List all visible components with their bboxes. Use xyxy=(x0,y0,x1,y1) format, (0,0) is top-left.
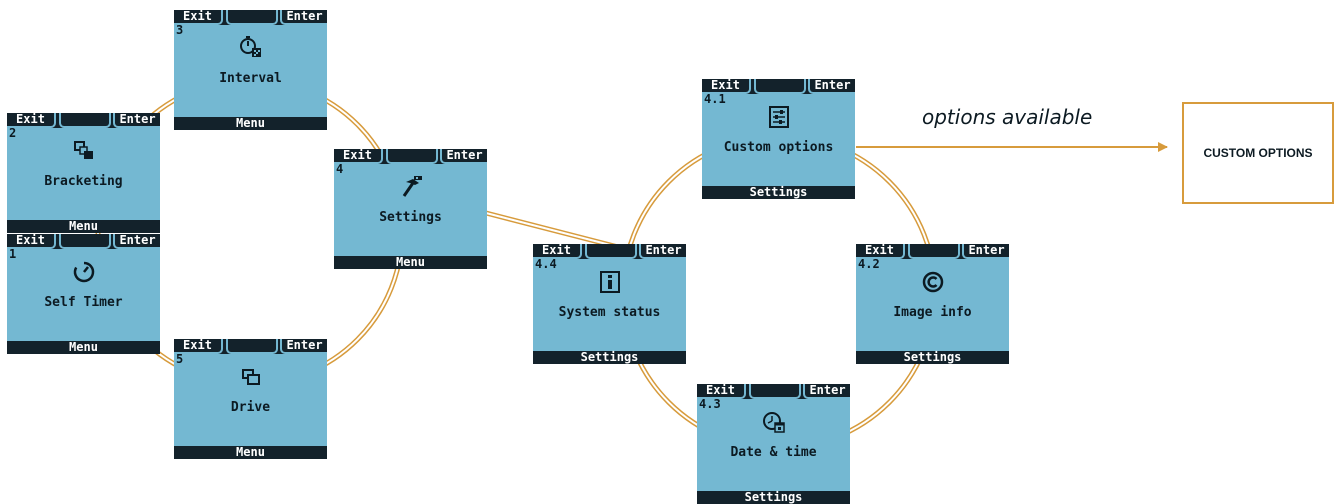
interval-icon xyxy=(174,34,327,62)
screen-footer: Settings xyxy=(533,351,686,364)
tools-icon xyxy=(334,173,487,201)
screen-title: Custom options xyxy=(723,140,834,155)
middle-softkey xyxy=(59,234,111,249)
exit-softkey[interactable]: Exit xyxy=(7,234,56,249)
middle-softkey xyxy=(226,339,278,354)
enter-softkey[interactable]: Enter xyxy=(808,79,855,94)
screen-settings[interactable]: Exit Enter 4 Settings Menu xyxy=(334,149,487,269)
screen-footer: Menu xyxy=(7,220,160,233)
enter-softkey[interactable]: Enter xyxy=(113,113,160,128)
timer-icon xyxy=(7,258,160,286)
exit-softkey[interactable]: Exit xyxy=(856,244,905,259)
screen-system-status[interactable]: Exit Enter 4.4 System status Settings xyxy=(533,244,686,364)
screen-footer: Menu xyxy=(334,256,487,269)
screen-number: 4.2 xyxy=(858,257,880,271)
screen-number: 1 xyxy=(9,247,17,261)
screen-number: 5 xyxy=(176,352,184,366)
screen-topbar: Exit Enter xyxy=(7,113,160,128)
screen-number: 4 xyxy=(336,162,344,176)
bracketing-icon xyxy=(7,137,160,165)
screen-number: 4.4 xyxy=(535,257,557,271)
exit-softkey[interactable]: Exit xyxy=(334,149,383,164)
middle-softkey xyxy=(59,113,111,128)
middle-softkey xyxy=(754,79,806,94)
enter-softkey[interactable]: Enter xyxy=(440,149,487,164)
screen-footer: Settings xyxy=(702,186,855,199)
screen-footer: Menu xyxy=(174,117,327,130)
exit-softkey[interactable]: Exit xyxy=(7,113,56,128)
screen-bracketing[interactable]: Exit Enter 2 Bracketing Menu xyxy=(7,113,160,233)
info-icon xyxy=(533,268,686,296)
screen-footer: Settings xyxy=(856,351,1009,364)
enter-softkey[interactable]: Enter xyxy=(113,234,160,249)
screen-topbar: Exit Enter xyxy=(697,384,850,399)
middle-softkey xyxy=(386,149,438,164)
exit-softkey[interactable]: Exit xyxy=(702,79,751,94)
screen-self-timer[interactable]: Exit Enter 1 Self Timer Menu xyxy=(7,234,160,354)
screen-title: Self Timer xyxy=(44,295,123,310)
enter-softkey[interactable]: Enter xyxy=(280,10,327,25)
copyright-icon xyxy=(856,268,1009,296)
custom-options-box[interactable]: CUSTOM OPTIONS xyxy=(1182,102,1334,204)
enter-softkey[interactable]: Enter xyxy=(962,244,1009,259)
screen-title: System status xyxy=(558,305,661,320)
screen-number: 4.3 xyxy=(699,397,721,411)
screen-footer: Settings xyxy=(697,491,850,504)
middle-softkey xyxy=(749,384,801,399)
middle-softkey xyxy=(908,244,960,259)
screen-interval[interactable]: Exit Enter 3 Interval Menu xyxy=(174,10,327,130)
options-available-label: options available xyxy=(922,105,1093,129)
screen-topbar: Exit Enter xyxy=(334,149,487,164)
exit-softkey[interactable]: Exit xyxy=(697,384,746,399)
screen-image-info[interactable]: Exit Enter 4.2 Image info Settings xyxy=(856,244,1009,364)
screen-number: 2 xyxy=(9,126,17,140)
screen-date-time[interactable]: Exit Enter 4.3 Date & time Settings xyxy=(697,384,850,504)
screen-number: 4.1 xyxy=(704,92,726,106)
screen-title: Settings xyxy=(379,210,442,225)
screen-topbar: Exit Enter xyxy=(702,79,855,94)
screen-custom-options[interactable]: Exit Enter 4.1 Custom options Settings xyxy=(702,79,855,199)
screen-title: Image info xyxy=(893,305,972,320)
screen-topbar: Exit Enter xyxy=(174,10,327,25)
clock-calendar-icon xyxy=(697,408,850,436)
enter-softkey[interactable]: Enter xyxy=(280,339,327,354)
exit-softkey[interactable]: Exit xyxy=(533,244,582,259)
middle-softkey xyxy=(585,244,637,259)
screen-drive[interactable]: Exit Enter 5 Drive Menu xyxy=(174,339,327,459)
enter-softkey[interactable]: Enter xyxy=(639,244,686,259)
sliders-icon xyxy=(702,103,855,131)
screen-footer: Menu xyxy=(174,446,327,459)
exit-softkey[interactable]: Exit xyxy=(174,339,223,354)
screen-footer: Menu xyxy=(7,341,160,354)
screen-number: 3 xyxy=(176,23,184,37)
screen-title: Interval xyxy=(219,71,282,86)
screen-topbar: Exit Enter xyxy=(533,244,686,259)
screen-topbar: Exit Enter xyxy=(7,234,160,249)
screen-topbar: Exit Enter xyxy=(174,339,327,354)
drive-icon xyxy=(174,363,327,391)
exit-softkey[interactable]: Exit xyxy=(174,10,223,25)
screen-title: Bracketing xyxy=(44,174,123,189)
custom-options-box-label: CUSTOM OPTIONS xyxy=(1203,146,1313,160)
middle-softkey xyxy=(226,10,278,25)
screen-title: Date & time xyxy=(730,445,817,460)
enter-softkey[interactable]: Enter xyxy=(803,384,850,399)
screen-topbar: Exit Enter xyxy=(856,244,1009,259)
screen-title: Drive xyxy=(230,400,271,415)
